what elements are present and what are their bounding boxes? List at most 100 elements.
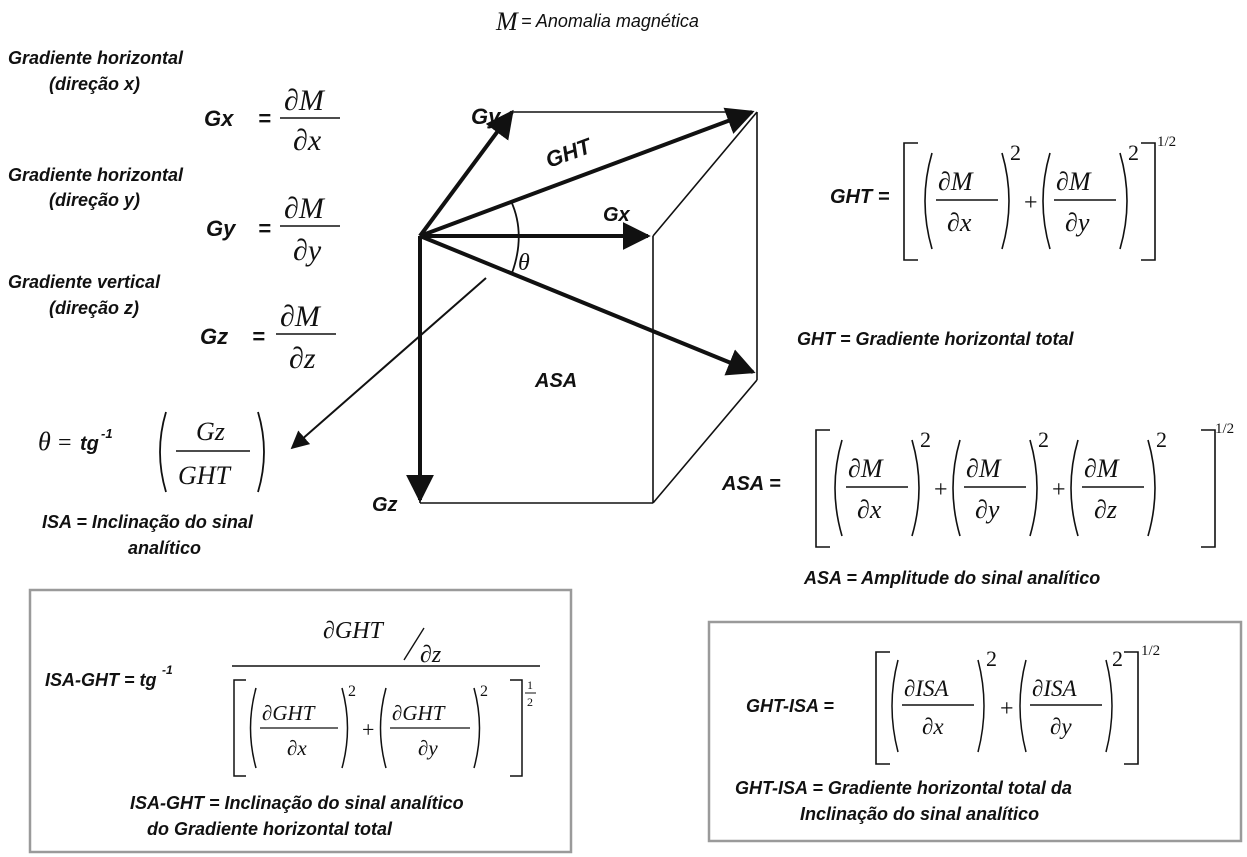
asa-paren-y-left — [952, 439, 961, 537]
gx-symbol: Gx — [204, 106, 234, 131]
ght-exp-half: 1/2 — [1157, 134, 1176, 150]
isa-ght-plus: + — [362, 717, 374, 742]
ght-isa-disa-y: ∂ISA — [1032, 676, 1078, 701]
gz-denominator: ∂z — [289, 342, 316, 375]
ght-paren-x-left — [924, 152, 933, 250]
isa-ght-paren-x-right — [341, 687, 349, 769]
asa-dx: ∂x — [857, 495, 882, 524]
asa-dm-z: ∂M — [1084, 454, 1120, 483]
gx-definition: Gradiente horizontal (direção x) Gx = ∂M… — [8, 48, 340, 157]
isa-ght-box: ISA-GHT = tg -1 ∂GHT ∂z ∂GHT ∂x 2 + ∂GHT… — [28, 588, 573, 854]
gx-denominator: ∂x — [293, 124, 322, 157]
gy-vector-arrow — [418, 109, 514, 238]
asa-paren-x-right — [911, 439, 920, 537]
asa-bracket-left — [815, 429, 830, 548]
cube-gx-label: Gx — [603, 204, 631, 226]
gy-title-line1: Gradiente horizontal — [8, 165, 184, 185]
ght-dx: ∂x — [947, 208, 972, 237]
asa-formula-label: ASA = — [721, 473, 781, 495]
ght-dy: ∂y — [1065, 208, 1090, 237]
gy-definition: Gradiente horizontal (direção y) Gy = ∂M… — [8, 165, 340, 267]
ght-dm-y: ∂M — [1056, 167, 1092, 196]
ght-isa-exp-half: 1/2 — [1141, 643, 1160, 659]
cube-gy-label: Gy — [471, 104, 502, 129]
ght-isa-bracket-left — [875, 651, 890, 765]
isa-ght-box-frame — [28, 588, 573, 854]
asa-paren-y-right — [1029, 439, 1038, 537]
theta-paren-left — [159, 411, 167, 493]
asa-plus-2: + — [1052, 477, 1066, 503]
isa-ght-dx: ∂x — [287, 736, 307, 760]
asa-exp-half: 1/2 — [1215, 421, 1234, 437]
gz-title-line1: Gradiente vertical — [8, 272, 161, 292]
asa-bracket-right — [1201, 429, 1216, 548]
isa-ght-square-y: 2 — [480, 683, 488, 700]
gy-equals: = — [258, 216, 271, 241]
asa-square-z: 2 — [1156, 427, 1167, 452]
isa-pointer-arrow — [290, 277, 487, 450]
asa-paren-x-left — [834, 439, 843, 537]
ght-plus: + — [1024, 190, 1038, 216]
ght-isa-dy: ∂y — [1050, 714, 1072, 739]
header-caption: = Anomalia magnética — [521, 11, 699, 31]
asa-formula: ASA = ∂M ∂x 2 + ∂M ∂y 2 + ∂M ∂z 2 1/2 AS… — [721, 421, 1234, 588]
cube-edge-bottom-right — [652, 379, 758, 504]
asa-square-y: 2 — [1038, 427, 1049, 452]
asa-dm-x: ∂M — [848, 454, 884, 483]
theta-frac-num: Gz — [196, 417, 225, 446]
isa-ght-square-x: 2 — [348, 683, 356, 700]
isa-ght-paren-y-left — [379, 687, 387, 769]
isa-ght-slash — [403, 627, 425, 661]
cube-theta-label: θ — [518, 250, 530, 276]
theta-definition: θ = tg -1 Gz GHT ISA = Inclinação do sin… — [38, 411, 265, 558]
asa-dm-y: ∂M — [966, 454, 1002, 483]
gz-definition: Gradiente vertical (direção z) Gz = ∂M ∂… — [8, 272, 336, 375]
gy-symbol: Gy — [206, 216, 237, 241]
ght-isa-paren-y-left — [1019, 659, 1027, 753]
gx-equals: = — [258, 106, 271, 131]
gz-title-line2: (direção z) — [49, 298, 139, 318]
asa-square-x: 2 — [920, 427, 931, 452]
isa-ght-dght-y: ∂GHT — [392, 701, 446, 725]
theta-frac-den: GHT — [178, 461, 232, 490]
ght-paren-x-right — [1001, 152, 1010, 250]
isa-ght-exp-num: 1 — [527, 678, 533, 692]
ght-paren-y-left — [1042, 152, 1051, 250]
theta-equals: = — [58, 430, 72, 456]
gradient-cube: Gy GHT Gx θ ASA Gz — [290, 104, 758, 516]
isa-definition-line2: analítico — [128, 538, 201, 558]
isa-ght-dy: ∂y — [418, 736, 438, 760]
isa-ght-paren-y-right — [473, 687, 481, 769]
ght-isa-plus: + — [1000, 696, 1014, 722]
isa-ght-bracket-right — [510, 679, 523, 777]
asa-plus-1: + — [934, 477, 948, 503]
ght-square-x: 2 — [1010, 140, 1021, 165]
asa-definition: ASA = Amplitude do sinal analítico — [803, 568, 1100, 588]
isa-ght-bracket-left — [233, 679, 246, 777]
theta-symbol: θ — [38, 427, 51, 456]
ght-dm-x: ∂M — [938, 167, 974, 196]
theta-angle-arc — [510, 200, 520, 274]
isa-ght-dght-x: ∂GHT — [262, 701, 316, 725]
ght-formula: GHT = ∂M ∂x 2 + ∂M ∂y 2 1/2 GHT = Gradie… — [797, 134, 1176, 349]
ght-isa-definition-line2: Inclinação do sinal analítico — [800, 804, 1039, 824]
cube-asa-label: ASA — [534, 370, 577, 392]
gz-numerator: ∂M — [280, 300, 322, 333]
cube-ght-label: GHT — [542, 133, 596, 173]
isa-definition-line1: ISA = Inclinação do sinal — [42, 512, 254, 532]
gx-title-line2: (direção x) — [49, 74, 140, 94]
ght-isa-paren-x-left — [891, 659, 899, 753]
theta-inverse-exp: -1 — [101, 426, 113, 441]
isa-ght-num-bottom: ∂z — [420, 642, 442, 668]
ght-formula-label: GHT = — [830, 186, 890, 208]
isa-ght-num-top: ∂GHT — [323, 618, 385, 644]
ght-isa-square-x: 2 — [986, 646, 997, 671]
gy-title-line2: (direção y) — [49, 190, 140, 210]
gx-numerator: ∂M — [284, 84, 326, 117]
ght-vector-arrow — [419, 107, 755, 238]
asa-paren-z-left — [1070, 439, 1079, 537]
ght-bracket-right — [1141, 142, 1156, 261]
isa-ght-exp-den: 2 — [527, 695, 533, 709]
